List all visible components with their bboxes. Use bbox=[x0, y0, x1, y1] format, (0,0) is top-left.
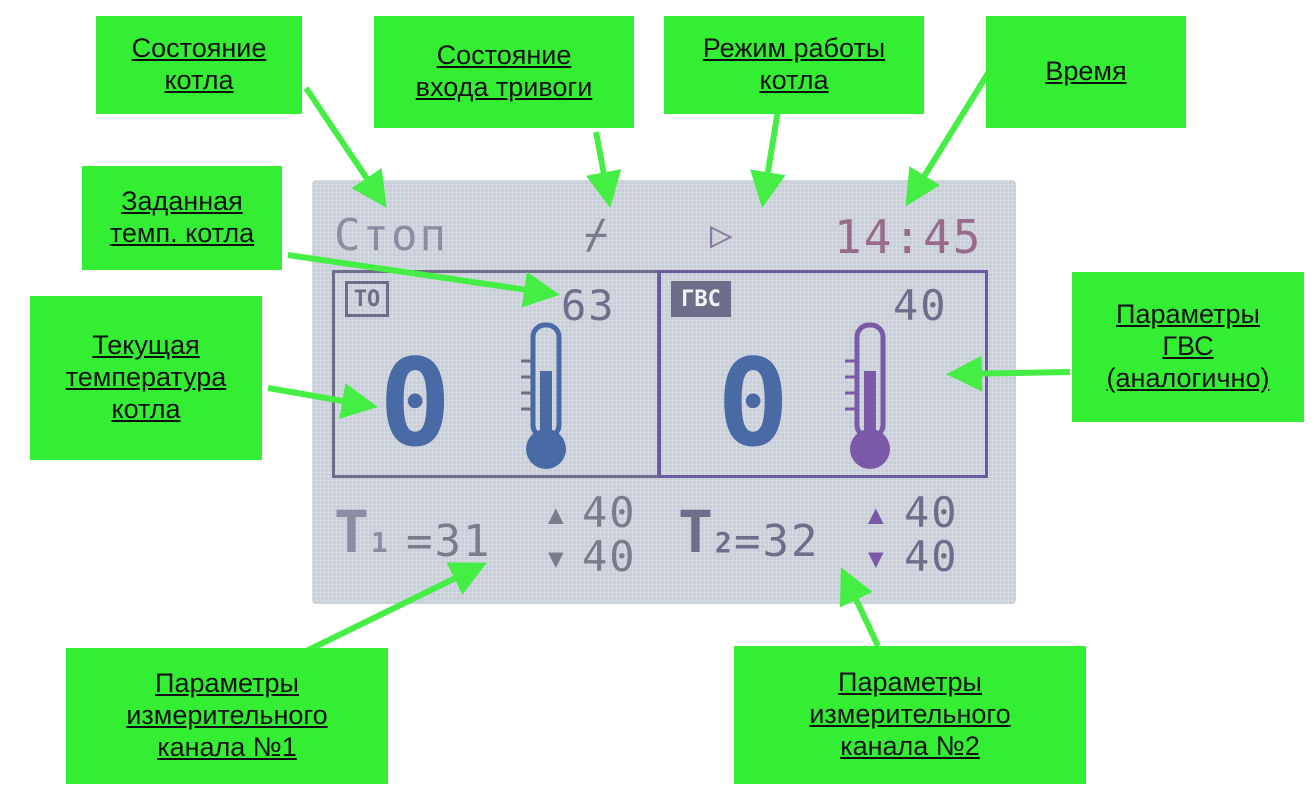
channel1-lower: 40 bbox=[582, 532, 637, 581]
callout-channel1-params: Параметры измерительного канала №1 bbox=[66, 648, 388, 784]
lcd-screen: Стоп ⌿ ▷ 14:45 ТО 63 0 ГВС 40 0 bbox=[312, 180, 1016, 604]
callout-boiler-mode: Режим работы котла bbox=[664, 16, 924, 114]
channel2-index: 2 bbox=[714, 526, 734, 559]
dhw-panel: ГВС 40 0 bbox=[658, 270, 988, 478]
callout-time: Время bbox=[986, 16, 1186, 128]
channel2-down-icon: ▼ bbox=[868, 544, 886, 574]
channel1-value: =31 bbox=[406, 516, 492, 567]
channel1-letter: T bbox=[334, 498, 371, 566]
callout-set-temp: Заданная темп. котла bbox=[82, 166, 282, 270]
boiler-status: Стоп bbox=[334, 210, 448, 261]
heating-badge: ТО bbox=[345, 281, 389, 317]
mode-play-icon: ▷ bbox=[710, 212, 735, 256]
callout-dhw-params: Параметры ГВС (аналогично) bbox=[1072, 272, 1304, 422]
alarm-switch-icon: ⌿ bbox=[584, 212, 611, 258]
callout-alarm-input: Состояние входа тривоги bbox=[374, 16, 634, 128]
channel1-upper: 40 bbox=[582, 488, 637, 537]
channel1-up-icon: ▲ bbox=[548, 500, 566, 530]
callout-current-temp: Текущая температура котла bbox=[30, 296, 262, 460]
channel2-upper: 40 bbox=[904, 488, 959, 537]
dhw-thermometer-icon bbox=[845, 322, 890, 469]
heating-panel: ТО 63 0 bbox=[332, 270, 660, 478]
dhw-set-temp: 40 bbox=[893, 281, 948, 330]
callout-boiler-state: Состояние котла bbox=[96, 16, 302, 114]
channel2-value: =32 bbox=[734, 516, 820, 567]
channel2-lower: 40 bbox=[904, 532, 959, 581]
dhw-current-temp: 0 bbox=[717, 335, 790, 474]
channel1-down-icon: ▼ bbox=[548, 544, 566, 574]
heating-set-temp: 63 bbox=[561, 281, 616, 330]
heating-current-temp: 0 bbox=[379, 335, 452, 474]
channel2-label: T2 bbox=[678, 498, 734, 566]
heating-thermometer-icon bbox=[521, 322, 566, 469]
channel2-up-icon: ▲ bbox=[868, 500, 886, 530]
callout-channel2-params: Параметры измерительного канала №2 bbox=[734, 646, 1086, 784]
channel2-letter: T bbox=[678, 498, 715, 566]
lcd-time: 14:45 bbox=[834, 210, 983, 264]
channel1-index: 1 bbox=[370, 526, 390, 559]
channel1-label: T1 bbox=[334, 498, 390, 566]
dhw-badge: ГВС bbox=[671, 281, 731, 317]
